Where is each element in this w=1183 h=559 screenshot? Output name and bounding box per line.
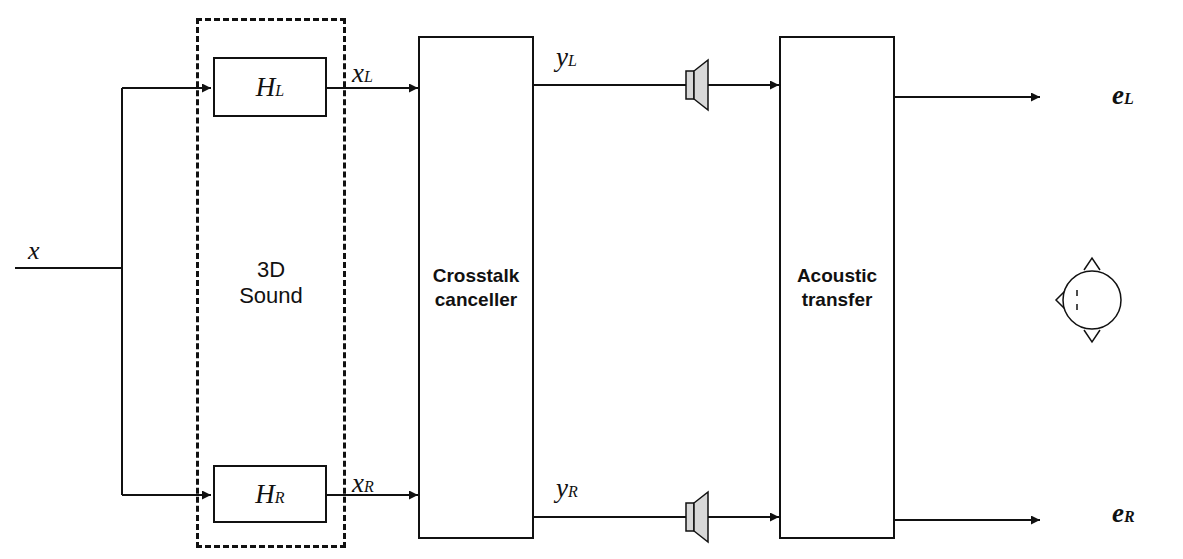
- node-text: HL: [256, 72, 284, 103]
- filter-box: HL: [213, 57, 327, 117]
- output-wires: [891, 97, 1040, 520]
- node-text: HR: [255, 479, 284, 510]
- process-box: Acoustic transfer: [779, 36, 895, 539]
- input-wires: [15, 88, 211, 495]
- node-text: Acoustic transfer: [787, 264, 887, 312]
- loudspeaker-symbol: [686, 60, 708, 110]
- group-box: 3D Sound HL HR: [196, 18, 346, 548]
- signal-label: eR: [1112, 498, 1135, 529]
- node-text: Crosstalk canceller: [426, 264, 526, 312]
- process-box: Crosstalk canceller: [418, 36, 534, 539]
- signal-label: xL: [352, 58, 373, 89]
- signal-arrow: [327, 87, 418, 89]
- signal-label: xR: [352, 468, 374, 499]
- loudspeaker-symbol: [686, 492, 708, 542]
- filter-box: HR: [213, 465, 327, 523]
- signal-label: yR: [556, 473, 578, 504]
- signal-label: x: [28, 236, 40, 266]
- signal-arrow: [534, 84, 779, 86]
- node-text: 3D Sound: [224, 257, 319, 310]
- signal-arrow: [534, 516, 779, 518]
- signal-label: yL: [556, 42, 577, 73]
- listener-head: [1056, 258, 1121, 342]
- signal-label: eL: [1112, 80, 1134, 111]
